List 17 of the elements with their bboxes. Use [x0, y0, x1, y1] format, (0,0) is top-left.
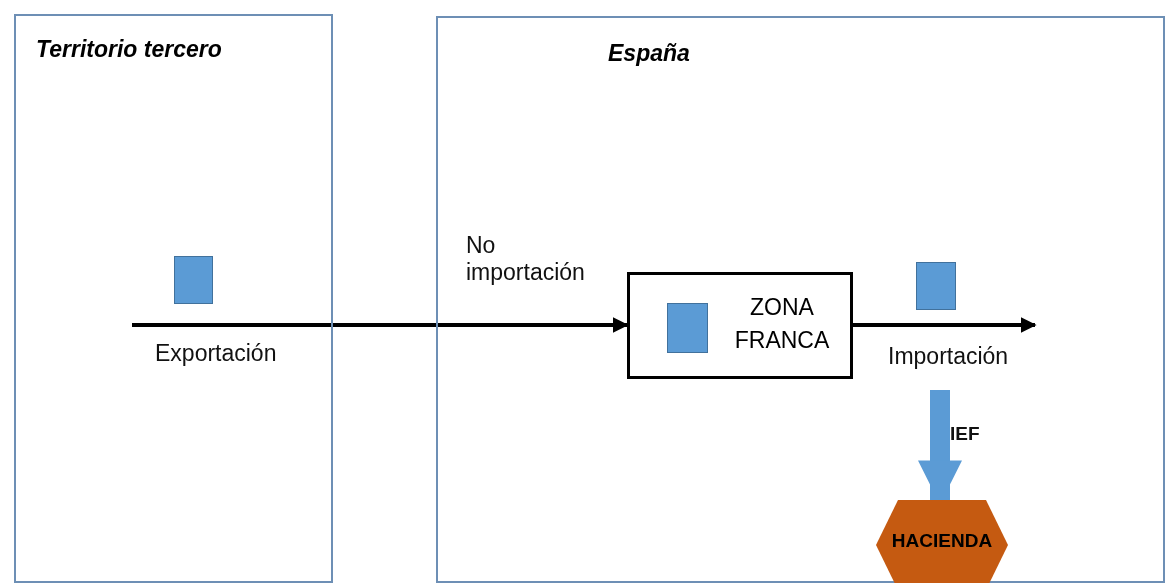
square-icon	[174, 256, 213, 304]
region-panel	[14, 14, 333, 583]
hexagon-node	[876, 500, 1008, 583]
square-icon	[667, 303, 708, 353]
node-title: HACIENDA	[890, 530, 994, 552]
arrow	[132, 317, 629, 333]
region-panel	[436, 16, 1165, 583]
region-title: España	[608, 40, 690, 67]
edge-label: No importación	[466, 232, 586, 286]
arrow	[853, 317, 1037, 333]
zone-box	[627, 272, 853, 379]
edge-label: Importación	[888, 343, 1010, 370]
square-icon	[916, 262, 956, 310]
edge-label: IEF	[950, 423, 981, 445]
flow-label: Exportación	[155, 340, 277, 367]
region-title: Territorio tercero	[36, 36, 222, 63]
zone-title: ZONA FRANCA	[733, 293, 831, 355]
